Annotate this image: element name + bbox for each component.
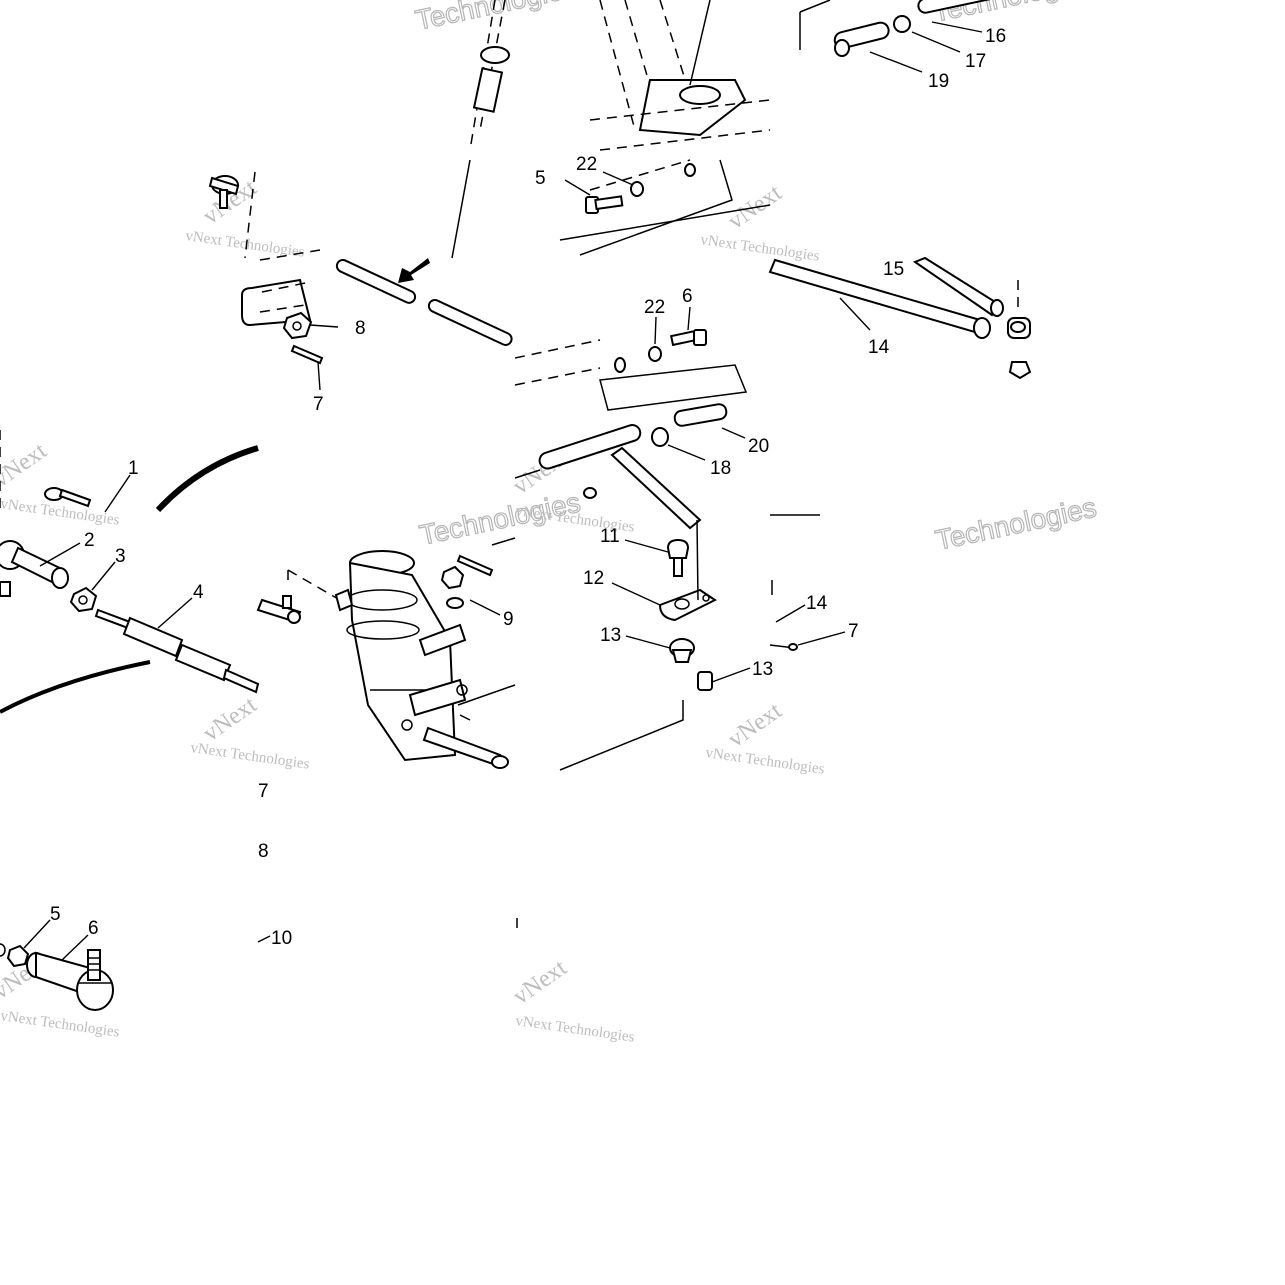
- watermark-vnext-technologies: vNext Technologies: [189, 740, 310, 773]
- washer-22-upper: 22: [576, 154, 696, 197]
- jam-nut-3: 3: [69, 546, 126, 613]
- callout-4: 4: [193, 582, 204, 603]
- callout-8: 8: [355, 318, 366, 339]
- ball-joint-stack: 11 12 13 13: [559, 514, 820, 771]
- callout-10-leader: 10: [257, 928, 292, 949]
- callout-1: 1: [128, 458, 139, 479]
- cotter-pin-7-upper: 7: [290, 344, 324, 415]
- callout-14: 13: [752, 659, 773, 680]
- washer-19-lower: 18: [651, 427, 731, 479]
- callout-17: 15: [883, 259, 904, 280]
- callout-7: 7: [313, 394, 324, 415]
- callout-18: 16: [985, 26, 1006, 47]
- watermark-vnext: vNext: [724, 698, 787, 753]
- watermark-vnext-technologies: vNext Technologies: [514, 1013, 635, 1046]
- watermark-technologies: Technologies: [933, 492, 1099, 556]
- tie-rod-shaft: [335, 258, 513, 346]
- callout-9: 9: [503, 609, 514, 630]
- cotter-pin-7-lower: 7 14: [769, 580, 859, 651]
- callout-22: 22: [576, 154, 597, 175]
- steering-spindle: [346, 550, 516, 769]
- tie-rod-end-left-lower: [256, 569, 354, 624]
- upper-a-arm-left: [514, 424, 702, 530]
- watermark-vnext-technologies: vNext Technologies: [0, 1008, 121, 1041]
- callout-5: 5: [50, 904, 61, 925]
- bushing-20-lower: 20: [673, 403, 769, 457]
- callout-8: 8: [258, 841, 269, 862]
- bushing-20-upper: [799, 0, 923, 73]
- callout-19: 18: [710, 458, 731, 479]
- callout-12: 12: [583, 568, 604, 589]
- callout-6: 6: [88, 918, 99, 939]
- callout-7: 7: [258, 781, 269, 802]
- pivot-pin-18: [917, 0, 1028, 33]
- castle-nut-8-lower: 9: [440, 537, 516, 630]
- watermark-vnext: vNext: [0, 438, 52, 493]
- callout-10: 10: [271, 928, 292, 949]
- callout-13: 13: [600, 625, 621, 646]
- tie-rod-end-upper: [208, 171, 256, 259]
- tie-rod-sleeve-4: 4: [94, 582, 260, 694]
- frame-crossmember: [514, 339, 748, 411]
- watermark-layer: Technologies Technologies Technologies T…: [0, 0, 1100, 1046]
- tie-rod-end-2: 2: [0, 530, 95, 597]
- watermark-vnext: vNext: [509, 955, 572, 1010]
- castle-nut-8-upper: 8: [282, 311, 366, 340]
- bolt-21-upper: 5: [535, 168, 624, 214]
- callout-19: 17: [965, 51, 986, 72]
- steering-post: [451, 0, 510, 259]
- callout-21: 5: [535, 168, 546, 189]
- callout-20: 20: [748, 436, 769, 457]
- callout-22: 22: [644, 297, 665, 318]
- washer-22-lower: 22: [614, 297, 665, 373]
- callout-7: 7: [848, 621, 859, 642]
- bolt-21-lower: 6: [669, 286, 707, 347]
- upper-a-arm-right: 14 15: [768, 256, 1004, 358]
- watermark-vnext-technologies: vNext Technologies: [0, 496, 121, 529]
- callout-16: 14: [868, 337, 890, 358]
- washer-19-upper: [893, 15, 961, 53]
- watermark-vnext-technologies: vNext Technologies: [184, 228, 305, 261]
- direction-arrow: [398, 258, 430, 283]
- tie-rod-end-6: 6: [26, 918, 114, 1011]
- frame-bracket: [559, 0, 771, 256]
- watermark-technologies: Technologies: [413, 0, 579, 36]
- watermark-vnext: vNext: [199, 692, 262, 747]
- callout-15: 14: [806, 593, 828, 614]
- callout-21: 6: [682, 286, 693, 307]
- callout-11: 11: [600, 526, 620, 547]
- tie-rod-link-1: 1: [0, 430, 139, 513]
- ball-joint-upper: [1007, 280, 1032, 380]
- callout-2: 2: [84, 530, 95, 551]
- fender-curve: [0, 445, 259, 714]
- jam-nut-5: 5: [0, 904, 61, 968]
- callout-3: 3: [115, 546, 126, 567]
- spindle-bracket-left: [241, 249, 321, 327]
- watermark-vnext-technologies: vNext Technologies: [704, 745, 825, 778]
- callout-20: 19: [928, 71, 949, 92]
- watermark-vnext-technologies: vNext Technologies: [699, 232, 820, 265]
